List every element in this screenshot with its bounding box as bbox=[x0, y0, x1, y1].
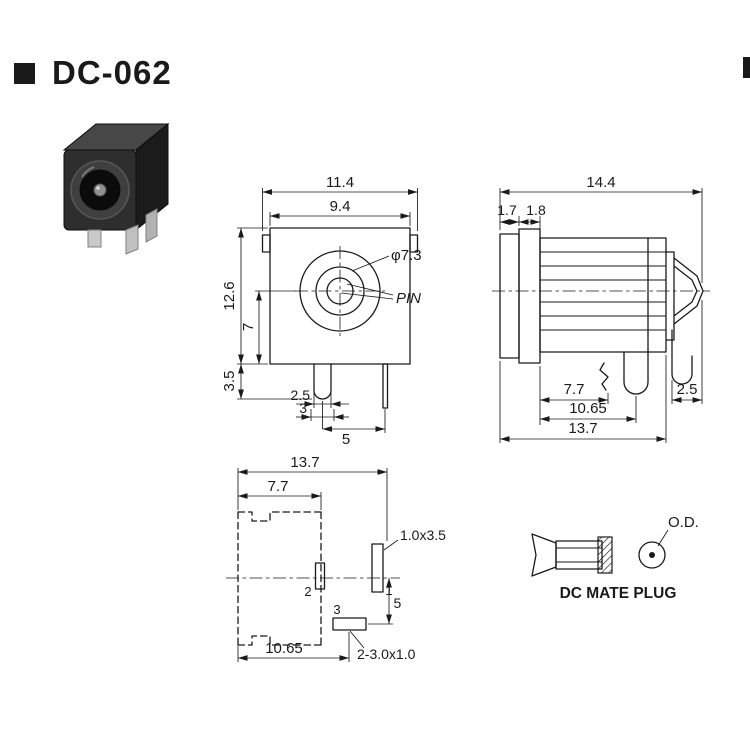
side-wave-pin bbox=[599, 362, 609, 391]
callout-slot1-size: 1.0x3.5 bbox=[400, 527, 446, 543]
slot-pin1 bbox=[371, 543, 384, 593]
dim-label-bottom-pin2-offset: 7.7 bbox=[268, 478, 289, 495]
bottom-view-pin-numbers: 2 1 3 bbox=[304, 583, 392, 617]
dim-label-side-flange-front: 1.7 bbox=[497, 202, 517, 218]
bottom-view-dimensions: 13.7 7.7 5 10.65 bbox=[237, 454, 402, 662]
dim-label-side-length-total: 14.4 bbox=[586, 174, 615, 191]
bottom-view: 2 1 3 13.7 7.7 5 10.65 bbox=[226, 454, 446, 662]
side-rear-flange bbox=[665, 251, 675, 341]
dim-label-side-flange-rear: 1.8 bbox=[526, 202, 546, 218]
bottom-outline-bottom bbox=[237, 635, 322, 646]
dim-label-front-width-inner: 9.4 bbox=[330, 198, 351, 215]
part-title-row: DC-062 bbox=[14, 54, 172, 92]
side-main-body bbox=[539, 237, 667, 353]
dim-label-front-height-total: 12.6 bbox=[221, 281, 238, 310]
dim-label-bottom-pin3-drop: 5 bbox=[394, 595, 402, 611]
plug-od-circle bbox=[638, 541, 666, 569]
od-label: O.D. bbox=[668, 514, 699, 531]
callout-slot3-size: 2-3.0x1.0 bbox=[357, 646, 416, 662]
dim-label-side-pin2-offset: 7.7 bbox=[564, 381, 585, 398]
dim-label-side-body-length: 13.7 bbox=[568, 420, 597, 437]
od-leader-line bbox=[657, 529, 669, 547]
dim-label-front-height-center: 7 bbox=[240, 323, 257, 331]
side-second-plate bbox=[518, 228, 541, 364]
callout-barrel-diameter: φ7.3 bbox=[391, 247, 422, 264]
section-bullet-square bbox=[14, 62, 35, 84]
front-straight-pin bbox=[382, 363, 389, 409]
side-bent-leg bbox=[671, 329, 693, 385]
dim-label-side-spring-ext: 2.5 bbox=[677, 381, 698, 398]
dim-label-side-pin3-offset: 10.65 bbox=[569, 400, 607, 417]
bottom-body-outline-dashed bbox=[237, 511, 322, 646]
dim-label-front-pin-spacing: 5 bbox=[342, 431, 350, 448]
photo-pin-glint bbox=[96, 186, 100, 190]
side-view-outline bbox=[499, 228, 704, 395]
dim-label-bottom-length-total: 13.7 bbox=[290, 454, 319, 471]
front-view-callouts: φ7.3 PIN bbox=[340, 247, 422, 307]
side-front-plate bbox=[499, 233, 520, 359]
front-barrel-mid-circle bbox=[315, 266, 365, 316]
pin2-number: 2 bbox=[304, 584, 311, 599]
front-view-dimensions: 11.4 9.4 12.6 7 3.5 bbox=[221, 174, 418, 448]
pin3-number: 3 bbox=[333, 602, 340, 617]
dim-label-front-lug-width: 2.5 bbox=[291, 387, 311, 403]
side-view: 14.4 1.7 1.8 7.7 10.65 13.7 bbox=[492, 174, 710, 443]
photo-highlight bbox=[81, 166, 95, 178]
bottom-view-callouts: 1.0x3.5 2-3.0x1.0 bbox=[349, 527, 446, 662]
part-number-title: DC-062 bbox=[52, 54, 172, 91]
bottom-outline-top bbox=[237, 511, 322, 522]
bottom-view-slots bbox=[314, 543, 384, 631]
slot-pin2 bbox=[314, 562, 326, 590]
dim-label-front-pin-width: 3 bbox=[299, 400, 307, 416]
front-right-tab bbox=[409, 234, 419, 253]
side-view-dimensions: 14.4 1.7 1.8 7.7 10.65 13.7 bbox=[497, 174, 703, 443]
mate-plug-caption: DC MATE PLUG bbox=[560, 585, 677, 602]
callout-pin-label: PIN bbox=[396, 290, 421, 307]
dim-label-front-width-outer: 11.4 bbox=[326, 174, 354, 191]
photo-center-pin bbox=[93, 183, 107, 197]
side-view-internal-lines bbox=[540, 251, 666, 331]
plug-tip-hatched bbox=[597, 536, 613, 574]
front-body bbox=[269, 227, 411, 365]
front-view: 11.4 9.4 12.6 7 3.5 bbox=[221, 174, 422, 448]
plug-barrel bbox=[555, 540, 603, 570]
front-view-centerlines bbox=[295, 246, 385, 336]
mate-plug-figure: O.D. DC MATE PLUG bbox=[531, 514, 699, 602]
next-section-bullet-partial bbox=[743, 57, 750, 78]
product-photo bbox=[62, 122, 170, 255]
photo-terminal-3 bbox=[145, 208, 158, 243]
side-spring-contact-outer bbox=[673, 257, 704, 325]
slot-pin3 bbox=[332, 617, 367, 631]
front-left-tab bbox=[261, 234, 271, 253]
dim-label-bottom-pin3-offset: 10.65 bbox=[265, 640, 303, 657]
plug-handle bbox=[531, 533, 557, 577]
front-lug-pin bbox=[313, 363, 332, 400]
photo-terminal-1 bbox=[87, 229, 102, 248]
plug-od-center-dot bbox=[649, 552, 655, 558]
photo-terminal-2 bbox=[125, 224, 139, 255]
side-lug-pin bbox=[623, 351, 649, 395]
dim-label-front-height-lug: 3.5 bbox=[221, 371, 238, 392]
